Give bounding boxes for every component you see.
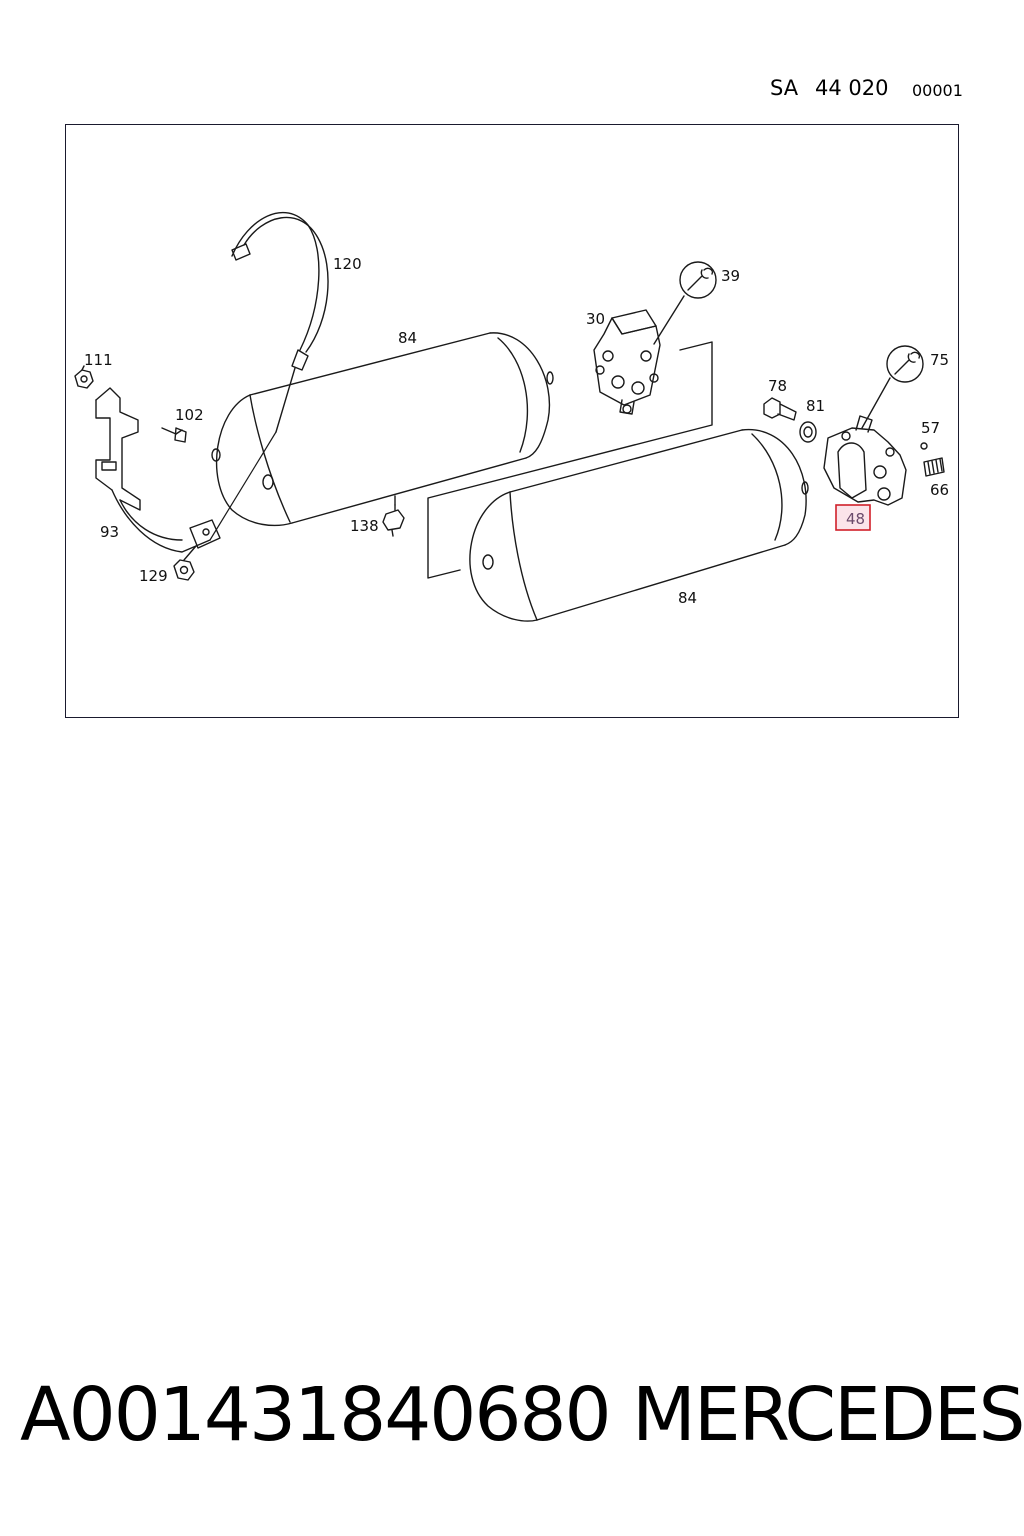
callout-138: 138 — [350, 517, 379, 535]
callout-75: 75 — [930, 351, 949, 369]
air-tank-lower — [469, 429, 809, 622]
callout-39: 39 — [721, 267, 740, 285]
callout-78: 78 — [768, 377, 787, 395]
callout-93: 93 — [100, 523, 119, 541]
fitting-57 — [920, 442, 928, 450]
assembly-bracket — [427, 341, 713, 579]
banjo-bolt-78 — [763, 397, 797, 421]
callout-129: 129 — [139, 567, 168, 585]
callout-81: 81 — [806, 397, 825, 415]
header-sheet-number: 00001 — [912, 81, 963, 100]
callout-111: 111 — [84, 351, 113, 369]
callout-48: 48 — [846, 510, 865, 528]
tank-strap-120 — [209, 212, 329, 541]
footer-brand: MERCEDES — [632, 1372, 1024, 1458]
wrench-icon — [861, 345, 924, 429]
header-group-code: 44 020 — [815, 76, 889, 100]
valve-48 — [823, 415, 907, 506]
callout-120: 120 — [333, 255, 362, 273]
callout-57: 57 — [921, 419, 940, 437]
mounting-bracket-93 — [95, 387, 221, 553]
callout-30: 30 — [586, 310, 605, 328]
callout-84-lower: 84 — [678, 589, 697, 607]
washer-81 — [799, 421, 817, 443]
callout-66: 66 — [930, 481, 949, 499]
callout-84-upper: 84 — [398, 329, 417, 347]
parts-diagram: 120 84 39 30 75 111 102 78 81 57 66 93 1… — [74, 212, 949, 622]
air-tank-upper — [211, 332, 554, 527]
valve-30 — [593, 309, 661, 415]
footer-part-number: A001431840680 — [20, 1372, 612, 1458]
spring-66 — [923, 457, 945, 477]
drain-valve-138 — [382, 509, 405, 537]
callout-48-highlight[interactable]: 48 — [835, 504, 871, 531]
wrench-icon — [653, 261, 717, 345]
diagram-frame — [65, 124, 959, 718]
bolt-102 — [161, 427, 187, 443]
nut-129 — [173, 559, 195, 581]
callout-102: 102 — [175, 406, 204, 424]
header-prefix: SA — [770, 76, 799, 100]
nut-111 — [74, 369, 94, 389]
